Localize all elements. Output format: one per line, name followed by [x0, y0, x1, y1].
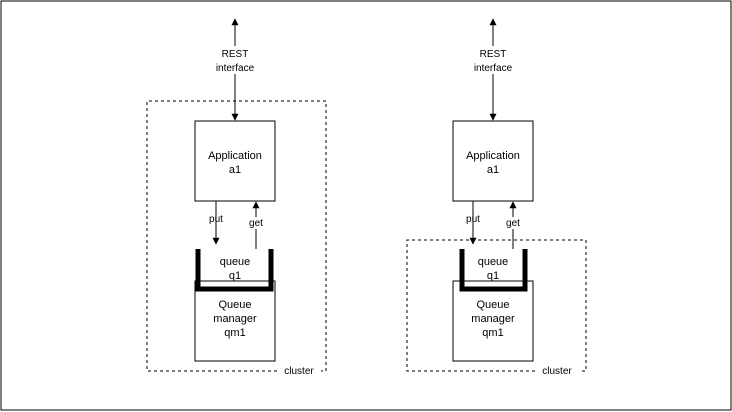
application-name-left: Application — [208, 150, 262, 162]
put-label-right: put — [466, 214, 480, 225]
get-label-bg-right — [503, 217, 523, 229]
cluster-boundary-right — [406, 239, 587, 372]
queue-manager-box-right — [452, 280, 534, 362]
rest-label-left-2: interface — [216, 63, 255, 74]
application-id-right: a1 — [487, 164, 499, 176]
queue-id-left: q1 — [229, 270, 241, 282]
rest-label-right-2: interface — [474, 63, 513, 74]
queue-container-left — [195, 249, 274, 292]
get-label-bg-left — [246, 217, 266, 229]
queue-manager-line1-right: Queue — [476, 299, 509, 311]
get-label-left: get — [249, 218, 263, 229]
rest-label-bg-left — [210, 46, 260, 74]
application-box-right — [452, 120, 534, 202]
application-id-left: a1 — [229, 164, 241, 176]
cluster-label-right: cluster — [542, 366, 572, 377]
queue-manager-line2-right: manager — [471, 313, 515, 325]
get-label-right: get — [506, 218, 520, 229]
rest-label-bg-right — [468, 46, 518, 74]
queue-manager-id-right: qm1 — [482, 327, 503, 339]
queue-name-right: queue — [478, 256, 509, 268]
right-variant: cluster REST interface Application a1 pu… — [406, 18, 587, 377]
application-name-right: Application — [466, 150, 520, 162]
queue-container-right — [459, 249, 528, 292]
rest-label-right-1: REST — [480, 49, 507, 60]
cluster-label-left: cluster — [284, 366, 314, 377]
queue-manager-box-left — [194, 280, 276, 362]
queue-manager-line1-left: Queue — [218, 299, 251, 311]
rest-label-left-1: REST — [222, 49, 249, 60]
queue-manager-id-left: qm1 — [224, 327, 245, 339]
queue-id-right: q1 — [487, 270, 499, 282]
put-label-left: put — [209, 214, 223, 225]
queue-name-left: queue — [220, 256, 251, 268]
left-variant: cluster REST interface Application a1 pu… — [146, 18, 327, 377]
application-box-left — [194, 120, 276, 202]
queue-manager-line2-left: manager — [213, 313, 257, 325]
cluster-boundary-left — [146, 100, 327, 372]
